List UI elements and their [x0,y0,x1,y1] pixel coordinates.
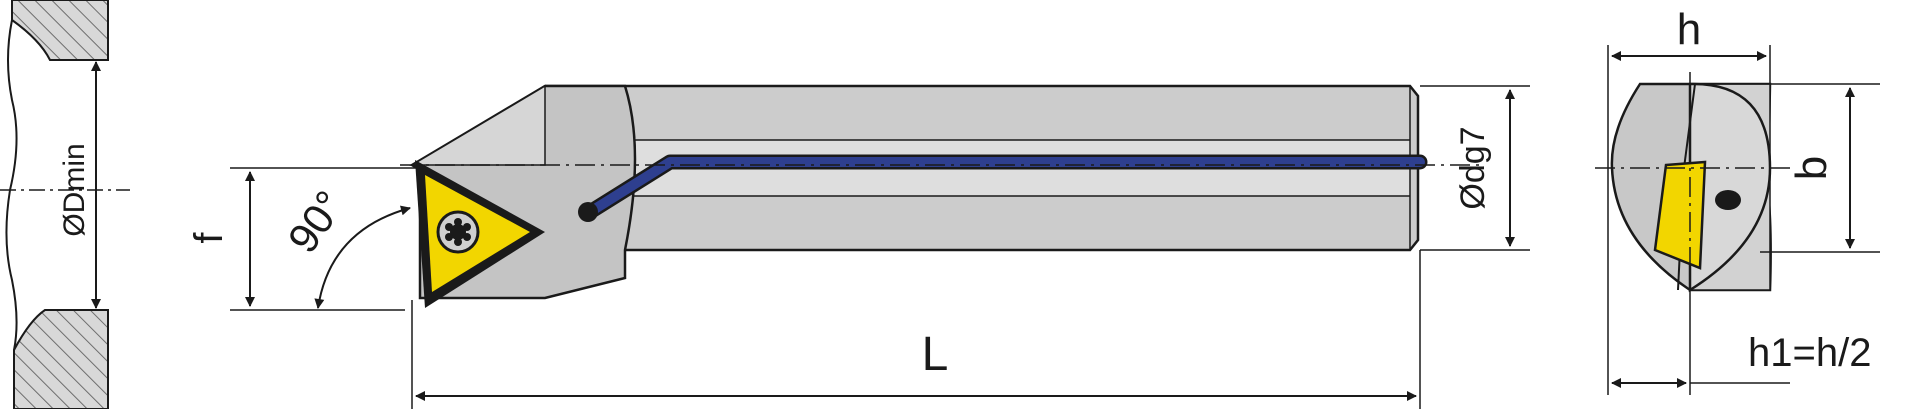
end-view-coolant-hole [1715,190,1741,210]
height-label: h [1677,5,1701,54]
width-label: b [1787,156,1836,180]
half-height-label: h1=h/2 [1748,331,1871,375]
bore-wall-top-hatch [11,0,109,61]
shank-diameter-label: Ødg7 [1454,126,1492,209]
length-dimension: L [411,250,1421,409]
shank-diameter-dimension: Ødg7 [1420,85,1530,251]
coolant-outlet [578,202,598,222]
end-view: h b h1=h/2 [1595,5,1880,395]
bore-section-view: ØDmin [0,0,130,409]
offset-dimension: f [187,167,420,311]
offset-label: f [187,232,231,244]
bore-break-line [5,19,18,351]
angle-dimension: 90° [279,182,411,309]
bore-wall-bottom-hatch [13,309,109,409]
end-view-insert [1653,160,1707,270]
length-label: L [922,328,949,381]
boring-bar-side-view [400,84,1480,308]
head-clearance-face [409,84,546,166]
coolant-channel-fill [585,157,1425,217]
bore-diameter-label: ØDmin [58,143,91,236]
torx-icon [445,218,471,246]
angle-arc [314,205,411,309]
